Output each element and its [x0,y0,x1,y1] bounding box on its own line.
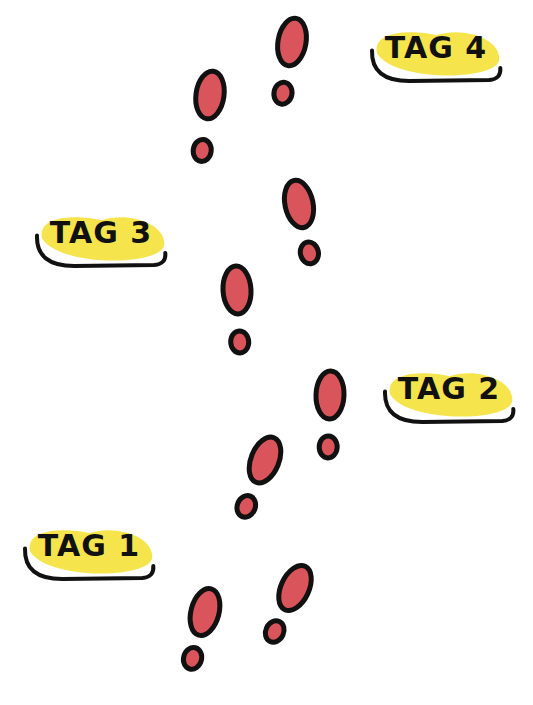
day-label: TAG 3 [50,216,152,249]
highlight-label: TAG 3 [34,208,168,269]
footprint [222,265,255,353]
day-label: TAG 4 [385,31,487,64]
highlight-label: TAG 1 [22,521,156,582]
footprint [314,371,345,459]
footprint [267,16,310,107]
highlight-label: TAG 4 [369,23,503,84]
footprint [257,560,317,647]
day-label: TAG 2 [398,372,500,405]
day-label: TAG 1 [38,529,140,562]
footprint [229,433,287,522]
highlight-label: TAG 2 [382,364,516,425]
footprint [176,585,225,672]
footprint [280,178,325,267]
footprint [187,69,227,163]
